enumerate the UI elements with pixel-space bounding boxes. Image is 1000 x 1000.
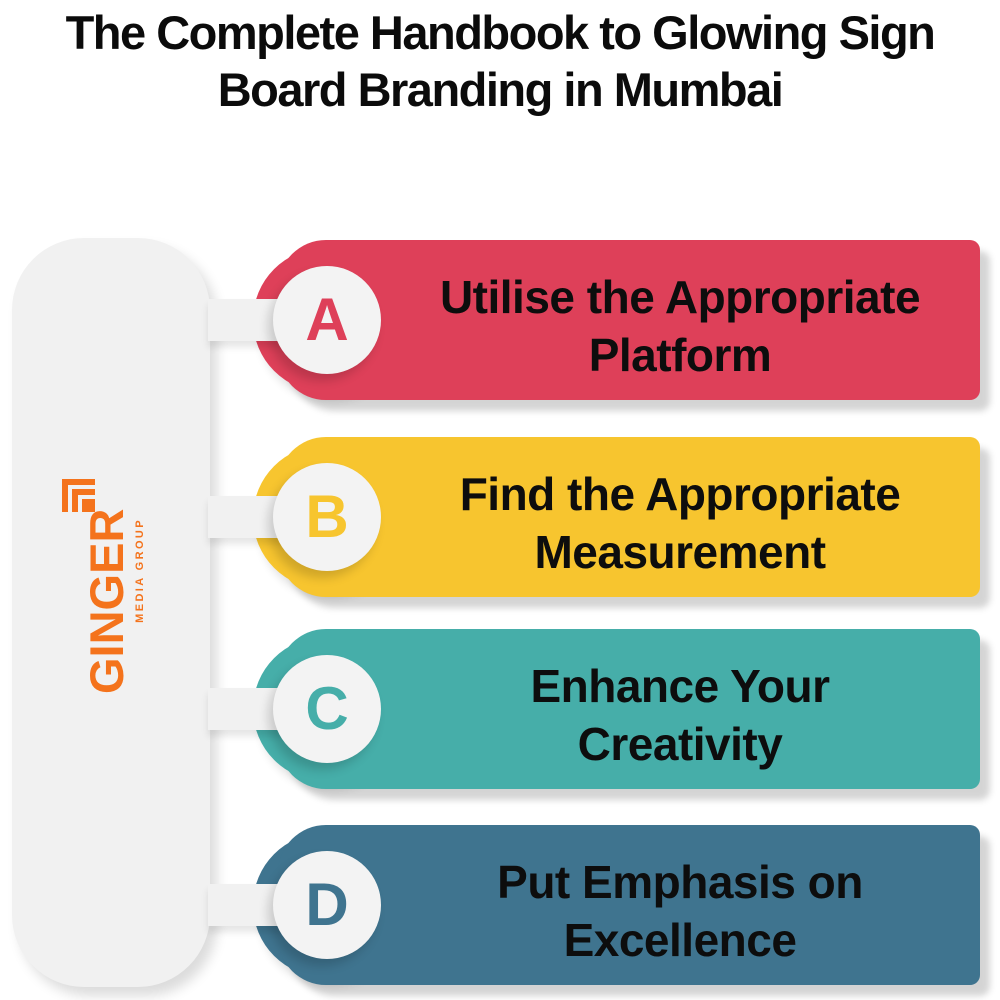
step-d-letter: D <box>305 871 349 938</box>
step-row-a: Utilise the Appropriate Platform A <box>0 240 1000 400</box>
step-a-letter: A <box>305 286 349 353</box>
page-title-line2: Board Branding in Mumbai <box>217 63 784 117</box>
step-row-d: Put Emphasis on Excellence D <box>0 825 1000 985</box>
step-b-bar: Find the Appropriate Measurement <box>278 437 980 597</box>
step-b-title: Find the Appropriate Measurement <box>390 437 970 597</box>
step-a-badge: A <box>273 266 381 374</box>
step-a-bar: Utilise the Appropriate Platform <box>278 240 980 400</box>
brand-name: GINGER <box>80 508 133 694</box>
step-c-badge: C <box>273 655 381 763</box>
brand-panel: GINGER MEDIA GROUP <box>12 238 210 987</box>
step-a-title: Utilise the Appropriate Platform <box>390 240 970 400</box>
step-b-badge: B <box>273 463 381 571</box>
step-a-title-line1: Utilise the Appropriate <box>439 271 921 324</box>
step-c-letter: C <box>305 675 349 742</box>
step-d-title: Put Emphasis on Excellence <box>390 825 970 985</box>
step-c-title-line2: Creativity <box>577 718 783 770</box>
step-c-title: Enhance Your Creativity <box>390 629 970 789</box>
page-title-line1: The Complete Handbook to Glowing Sign <box>65 6 936 59</box>
step-c-bar: Enhance Your Creativity <box>278 629 980 789</box>
step-d-badge: D <box>273 851 381 959</box>
step-a-title-line2: Platform <box>588 329 772 381</box>
step-b-letter: B <box>305 483 349 550</box>
step-b-title-line1: Find the Appropriate <box>459 468 901 521</box>
brand-subname: MEDIA GROUP <box>134 518 146 623</box>
step-d-bar: Put Emphasis on Excellence <box>278 825 980 985</box>
page-title: The Complete Handbook to Glowing Sign Bo… <box>0 4 1000 119</box>
brand-logo: GINGER MEDIA GROUP <box>80 508 147 694</box>
step-row-c: Enhance Your Creativity C <box>0 629 1000 789</box>
ginger-media-logo-icon <box>62 479 95 512</box>
step-b-title-line2: Measurement <box>534 526 826 578</box>
step-d-title-line1: Put Emphasis on <box>497 856 863 909</box>
step-c-title-line1: Enhance Your <box>530 660 830 713</box>
step-d-title-line2: Excellence <box>563 914 797 966</box>
step-row-b: Find the Appropriate Measurement B <box>0 437 1000 597</box>
